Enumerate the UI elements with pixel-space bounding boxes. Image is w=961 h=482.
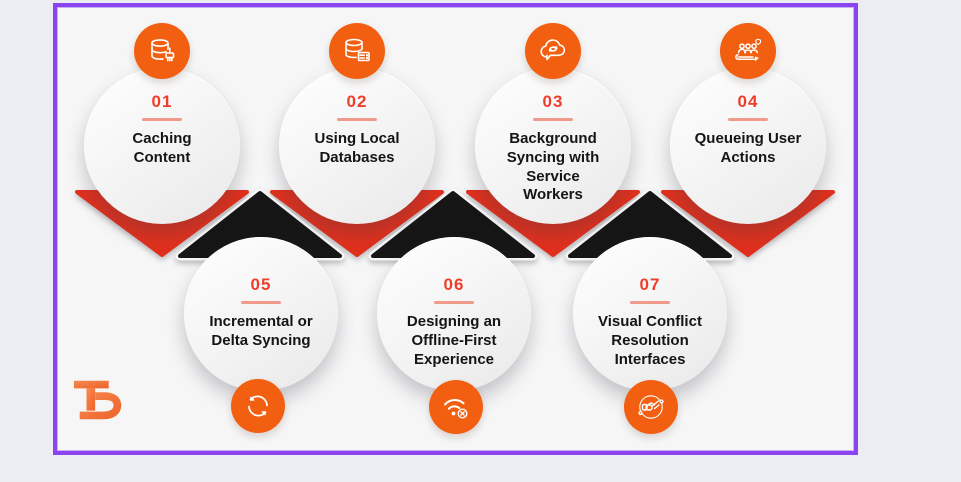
step-title: Designing an Offline-First Experience — [406, 313, 502, 368]
number-divider — [728, 118, 768, 121]
step-number: 03 — [542, 92, 564, 111]
step-title: Incremental or Delta Syncing — [209, 313, 313, 349]
step-title: Caching Content — [132, 130, 192, 166]
number-divider — [142, 118, 182, 121]
sync-arrows-icon — [248, 395, 268, 417]
step-bubble-1: 01 Caching Content — [84, 68, 240, 224]
step-bubble-3: 03 Background Syncing with Service Worke… — [475, 68, 631, 224]
handshake-icon — [638, 395, 664, 419]
step-bubble-4: 04 Queueing User Actions — [670, 68, 826, 224]
step-number: 06 — [443, 275, 465, 294]
step-title: Queueing User Actions — [694, 130, 802, 166]
step-bubble-6: 06 Designing an Offline-First Experience — [377, 237, 531, 391]
step-title: Visual Conflict Resolution Interfaces — [598, 313, 702, 368]
step-number: 04 — [737, 92, 759, 111]
step-title: Using Local Databases — [314, 130, 400, 166]
step-icon-badge-5 — [231, 379, 285, 433]
step-number: 01 — [151, 92, 173, 111]
number-divider — [533, 118, 573, 121]
number-divider — [630, 301, 670, 304]
step-icon-badge-1 — [134, 23, 190, 79]
step-bubble-2: 02 Using Local Databases — [279, 68, 435, 224]
step-number: 05 — [250, 275, 272, 294]
step-icon-badge-4 — [720, 23, 776, 79]
infographic-frame: 01 Caching Content 02 Using Local Databa… — [53, 3, 858, 455]
local-database-icon — [345, 38, 370, 62]
step-number: 02 — [346, 92, 368, 111]
step-number: 07 — [639, 275, 661, 294]
step-icon-badge-3 — [525, 23, 581, 79]
td-logo — [73, 380, 122, 420]
step-icon-badge-7 — [624, 380, 678, 434]
wifi-off-icon — [444, 399, 468, 419]
number-divider — [241, 301, 281, 304]
step-bubble-7: 07 Visual Conflict Resolution Interfaces — [573, 237, 727, 391]
step-bubble-5: 05 Incremental or Delta Syncing — [184, 237, 338, 391]
database-brush-icon — [151, 39, 175, 62]
step-icon-badge-6 — [429, 380, 483, 434]
user-queue-icon — [735, 38, 762, 62]
number-divider — [337, 118, 377, 121]
step-icon-badge-2 — [329, 23, 385, 79]
number-divider — [434, 301, 474, 304]
cloud-sync-icon — [540, 39, 566, 61]
step-title: Background Syncing with Service Workers — [506, 130, 600, 204]
